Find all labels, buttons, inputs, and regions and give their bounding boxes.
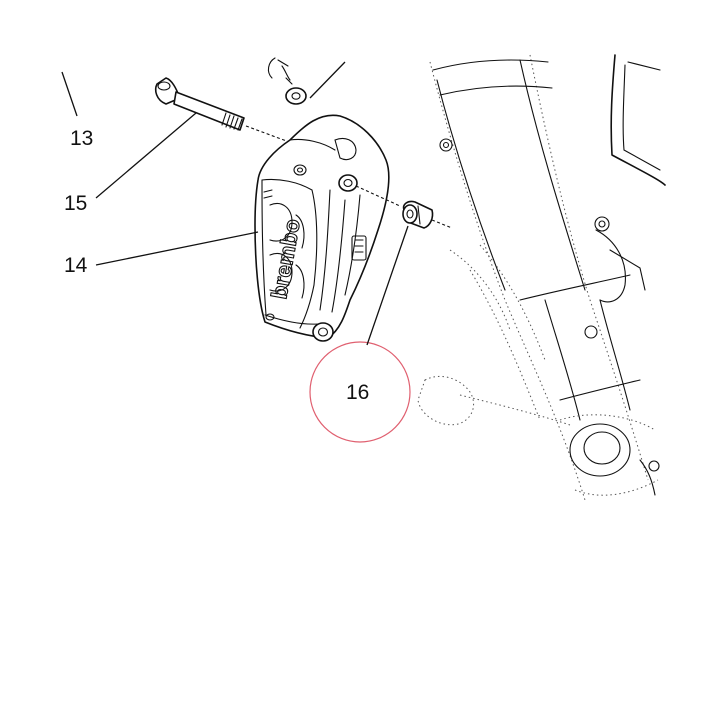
part-13-fastener bbox=[267, 57, 307, 105]
leader-line-16 bbox=[366, 225, 409, 346]
callout-13: 13 bbox=[70, 127, 93, 150]
callout-14: 14 bbox=[64, 254, 88, 277]
part-16-spacer bbox=[402, 200, 453, 229]
leader-line-14 bbox=[95, 231, 259, 266]
highlight-circle bbox=[309, 341, 411, 443]
part-14-brake-caliper: brembo bbox=[254, 114, 401, 342]
callout-16: 16 bbox=[346, 381, 369, 404]
leader-line-13 bbox=[61, 71, 78, 117]
part-15-bolt bbox=[154, 77, 301, 147]
fork-leg-phantom bbox=[417, 54, 666, 501]
leader-line-15 bbox=[95, 112, 197, 199]
callout-15: 15 bbox=[64, 192, 87, 215]
leader-line-13-top bbox=[309, 61, 346, 99]
